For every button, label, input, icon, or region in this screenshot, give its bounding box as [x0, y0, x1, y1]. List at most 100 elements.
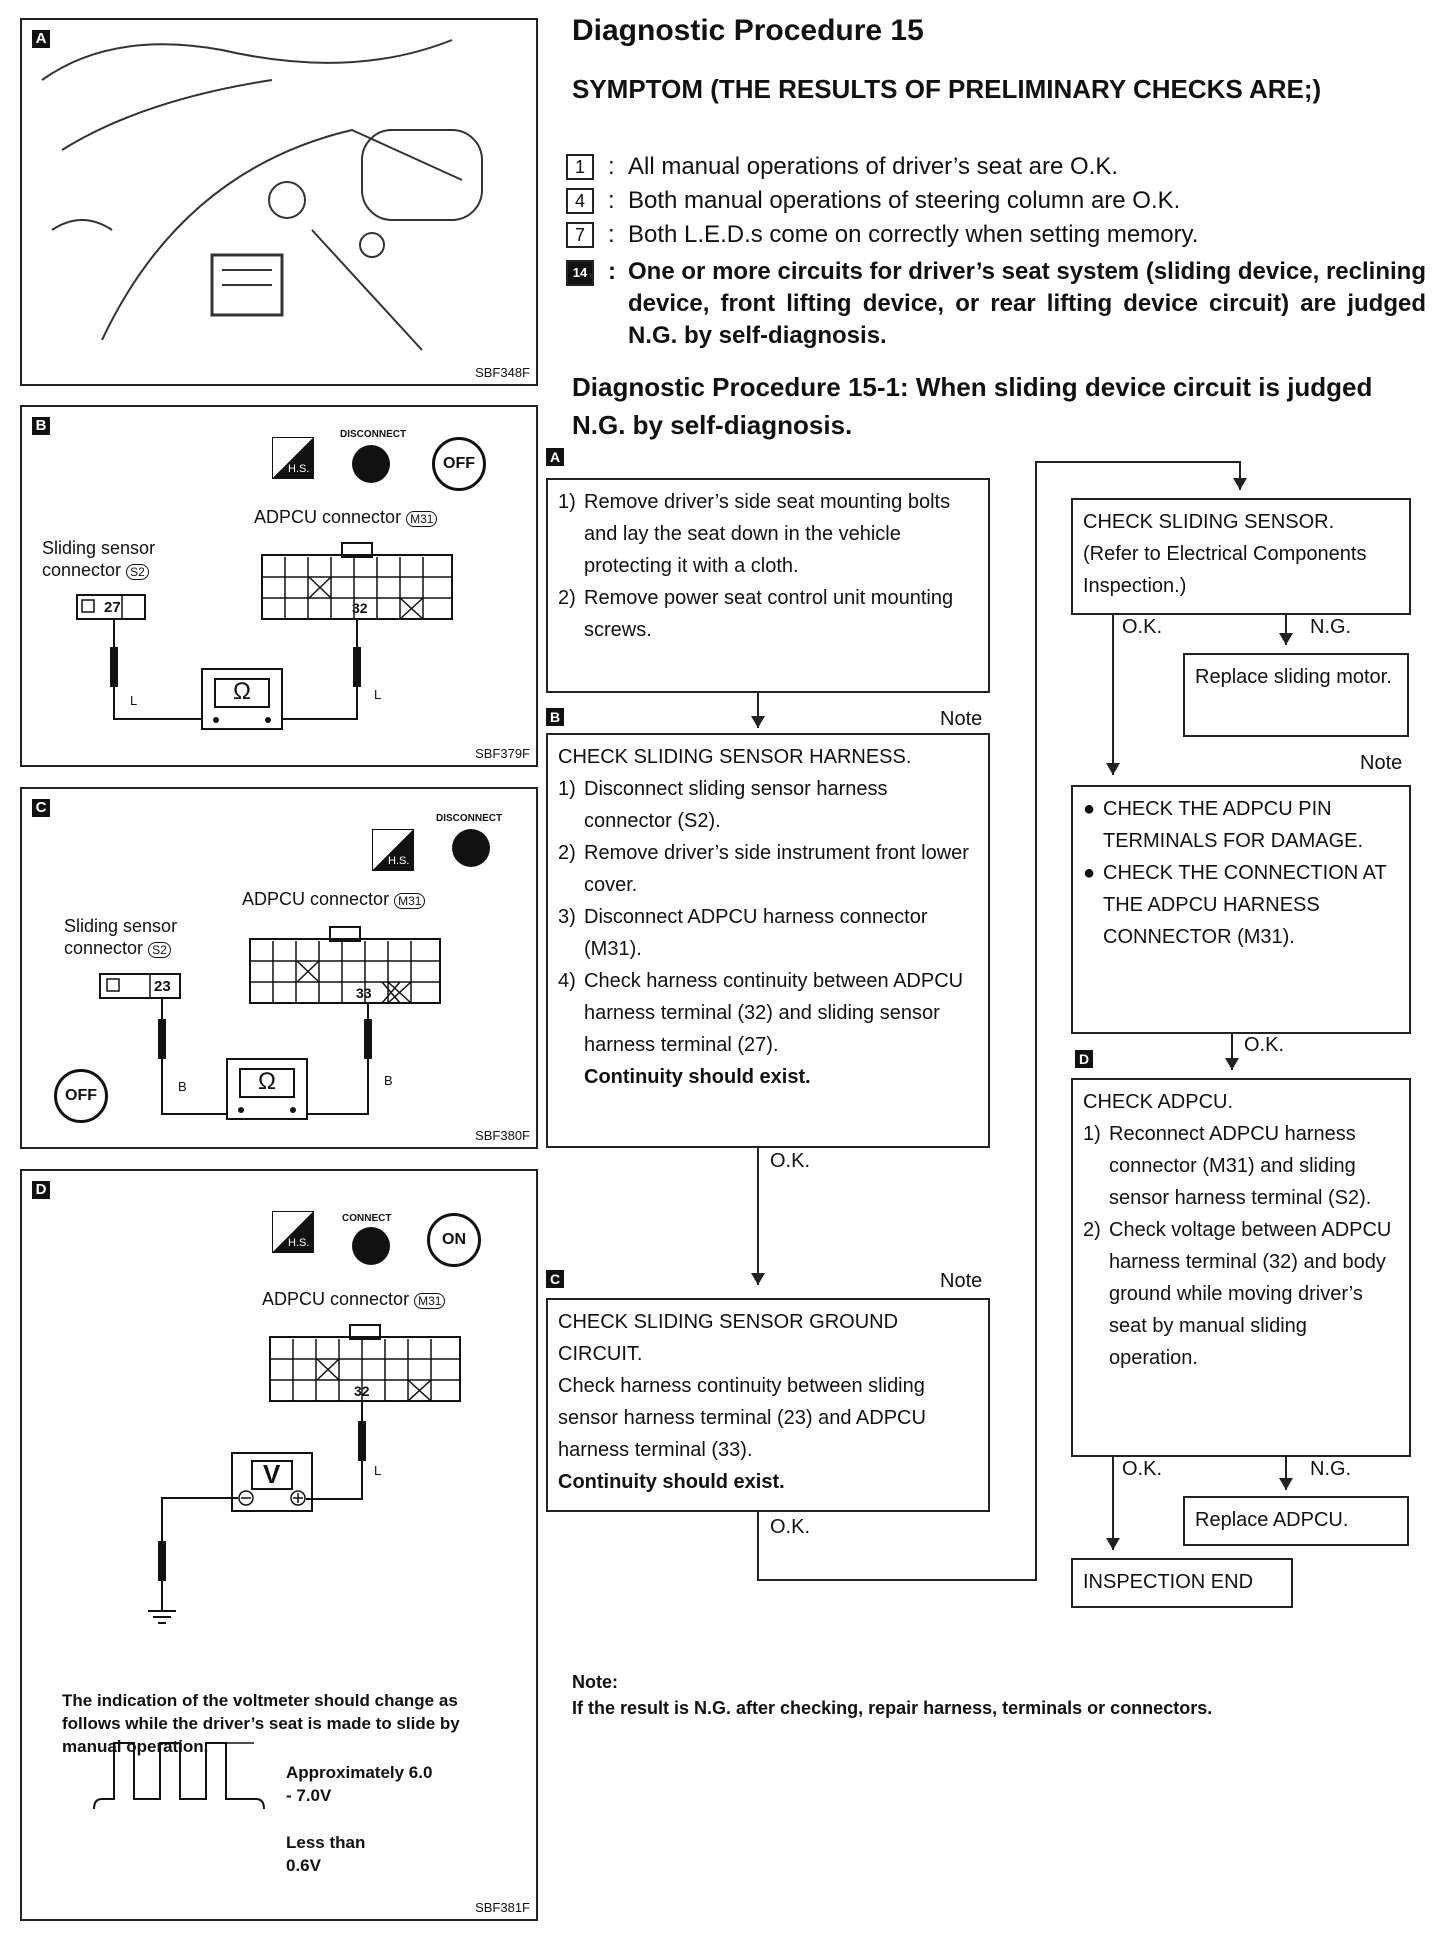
figure-code: SBF380F [475, 1128, 530, 1143]
sub-heading: Diagnostic Procedure 15-1: When sliding … [572, 372, 1373, 440]
figure-code: SBF379F [475, 746, 530, 761]
step-tag-b: B [546, 708, 564, 726]
symptom-text: All manual operations of driver’s seat a… [628, 153, 1119, 180]
sliding-sensor-label: Sliding sensor connector S2 [42, 537, 155, 583]
panel-tag: C [32, 799, 50, 817]
pin-check-box: ●CHECK THE ADPCU PIN TERMINALS FOR DAMAG… [1071, 785, 1411, 1034]
sensor-label: Sliding sensor [42, 538, 156, 558]
step-b-item: 4)Check harness continuity between ADPCU… [558, 970, 964, 1056]
step-d-item: 2)Check voltage between ADPCU harness te… [1083, 1219, 1392, 1369]
ng-label: N.G. [1310, 616, 1352, 638]
connector-ref-badge: M31 [414, 1293, 446, 1309]
high-voltage-label: Approximately 6.0 - 7.0V [286, 1763, 433, 1805]
panel-c: C H.S. DISCONNECT ADPCU connector M31 Sl… [20, 787, 538, 1149]
disconnect-connector-icon [352, 445, 390, 483]
ok-label: O.K. [1244, 1034, 1285, 1056]
step-a-item: 1)Remove driver’s side seat mounting bol… [558, 491, 951, 577]
symptom-item: 1 : All manual operations of driver’s se… [566, 150, 1426, 184]
adpcu-label: ADPCU connector [254, 507, 402, 527]
page-title: Diagnostic Procedure 15 [572, 14, 924, 47]
column-illustration [41, 39, 483, 351]
adpcu-connector-label: ADPCU connector M31 [262, 1289, 446, 1310]
step-b-title: CHECK SLIDING SENSOR HARNESS. [558, 746, 912, 768]
check-number-badge: 14 [566, 260, 594, 286]
check-sensor-box: CHECK SLIDING SENSOR. (Refer to Electric… [1071, 498, 1411, 615]
step-d-item: 1)Reconnect ADPCU harness connector (M31… [1083, 1123, 1372, 1209]
check-number-badge: 1 [566, 154, 594, 180]
adpcu-connector-label: ADPCU connector M31 [242, 889, 426, 910]
check-sensor-title: CHECK SLIDING SENSOR. [1083, 511, 1335, 533]
hs-label: H.S. [388, 855, 410, 867]
hs-label: H.S. [288, 463, 310, 475]
disconnect-label: DISCONNECT [436, 813, 503, 824]
step-b-requirement: Continuity should exist. [584, 1066, 811, 1088]
ng-label: N.G. [1310, 1458, 1352, 1480]
symptom-text: One or more circuits for driver’s seat s… [628, 258, 1426, 349]
sensor-ref-badge: S2 [148, 942, 171, 958]
symptom-text: Both L.E.D.s come on correctly when sett… [628, 221, 1199, 248]
figure-code: SBF348F [475, 365, 530, 380]
pin-check-item: ●CHECK THE ADPCU PIN TERMINALS FOR DAMAG… [1083, 798, 1364, 852]
adpcu-pin-number: 32 [354, 1383, 370, 1399]
figure-code: SBF381F [475, 1900, 530, 1915]
footnote-label: Note: [572, 1672, 618, 1692]
adpcu-connector-label: ADPCU connector M31 [254, 507, 438, 528]
step-tag-d: D [1075, 1050, 1093, 1068]
panel-d: D H.S. CONNECT ON ADPCU connector M31 32… [20, 1169, 538, 1921]
ignition-on-label: ON [442, 1231, 466, 1248]
note-label-b: Note [940, 708, 983, 730]
step-d-box: CHECK ADPCU. 1)Reconnect ADPCU harness c… [1071, 1078, 1411, 1457]
connector-label: connector [64, 938, 144, 958]
disconnect-connector-icon [452, 829, 490, 867]
hs-icon [272, 1211, 314, 1253]
sensor-pin-number: 23 [154, 978, 171, 995]
hs-label: H.S. [288, 1237, 310, 1249]
ok-label: O.K. [770, 1150, 811, 1172]
meter-symbol: V [263, 1459, 281, 1489]
note-label-c: Note [940, 1270, 983, 1292]
connector-label: connector [42, 560, 122, 580]
inspection-end-text: INSPECTION END [1083, 1571, 1254, 1593]
replace-adpcu-text: Replace ADPCU. [1195, 1509, 1349, 1531]
check-sensor-text: (Refer to Electrical Components Inspecti… [1083, 543, 1367, 597]
ignition-off-icon: OFF [432, 437, 486, 491]
step-b-box: CHECK SLIDING SENSOR HARNESS. 1)Disconne… [546, 733, 990, 1148]
connect-label: CONNECT [342, 1213, 392, 1224]
ok-label: O.K. [1122, 616, 1163, 638]
panel-b: B H.S. DISCONNECT OFF ADPCU connector M3… [20, 405, 538, 767]
panel-a: A SBF348F [20, 18, 538, 386]
connect-connector-icon [352, 1227, 390, 1265]
adpcu-pin-number: 32 [352, 600, 368, 616]
connector-ref-badge: M31 [394, 893, 426, 909]
voltage-wiring-diagram [93, 1324, 461, 1810]
ignition-off-icon: OFF [54, 1069, 108, 1123]
step-a-item: 2)Remove power seat control unit mountin… [558, 587, 954, 641]
sensor-pin-number: 27 [104, 599, 121, 616]
note-label-pin: Note [1360, 752, 1403, 774]
replace-motor-text: Replace sliding motor. [1195, 666, 1392, 688]
check-number-badge: 4 [566, 188, 594, 214]
wire-color-left: B [178, 1079, 187, 1094]
symptom-heading: SYMPTOM (THE RESULTS OF PRELIMINARY CHEC… [572, 74, 1322, 104]
sensor-ref-badge: S2 [126, 564, 149, 580]
replace-adpcu-box: Replace ADPCU. [1183, 1496, 1409, 1546]
symptom-text: Both manual operations of steering colum… [628, 187, 1181, 214]
symptom-list: 1 : All manual operations of driver’s se… [566, 150, 1426, 352]
wire-color-left: L [130, 693, 138, 708]
pin-check-item: ●CHECK THE CONNECTION AT THE ADPCU HARNE… [1083, 862, 1387, 948]
symptom-item: 14 : One or more circuits for driver’s s… [566, 256, 1426, 352]
step-b-item: 1)Disconnect sliding sensor harness conn… [558, 778, 888, 832]
panel-tag: A [32, 30, 50, 48]
hs-icon [272, 437, 314, 479]
sensor-label: Sliding sensor [64, 916, 178, 936]
ok-label: O.K. [770, 1516, 811, 1538]
low-voltage-label: Less than 0.6V [286, 1833, 366, 1875]
panel-tag: B [32, 417, 50, 435]
voltmeter-note: The indication of the voltmeter should c… [62, 1691, 460, 1756]
step-c-title: CHECK SLIDING SENSOR GROUND CIRCUIT. [558, 1311, 899, 1365]
ignition-off-label: OFF [65, 1087, 97, 1104]
wire-color: L [374, 1463, 382, 1478]
ground-wiring-diagram [99, 926, 441, 1120]
continuity-wiring-diagram [76, 542, 453, 730]
footnote-text: If the result is N.G. after checking, re… [572, 1698, 1213, 1718]
